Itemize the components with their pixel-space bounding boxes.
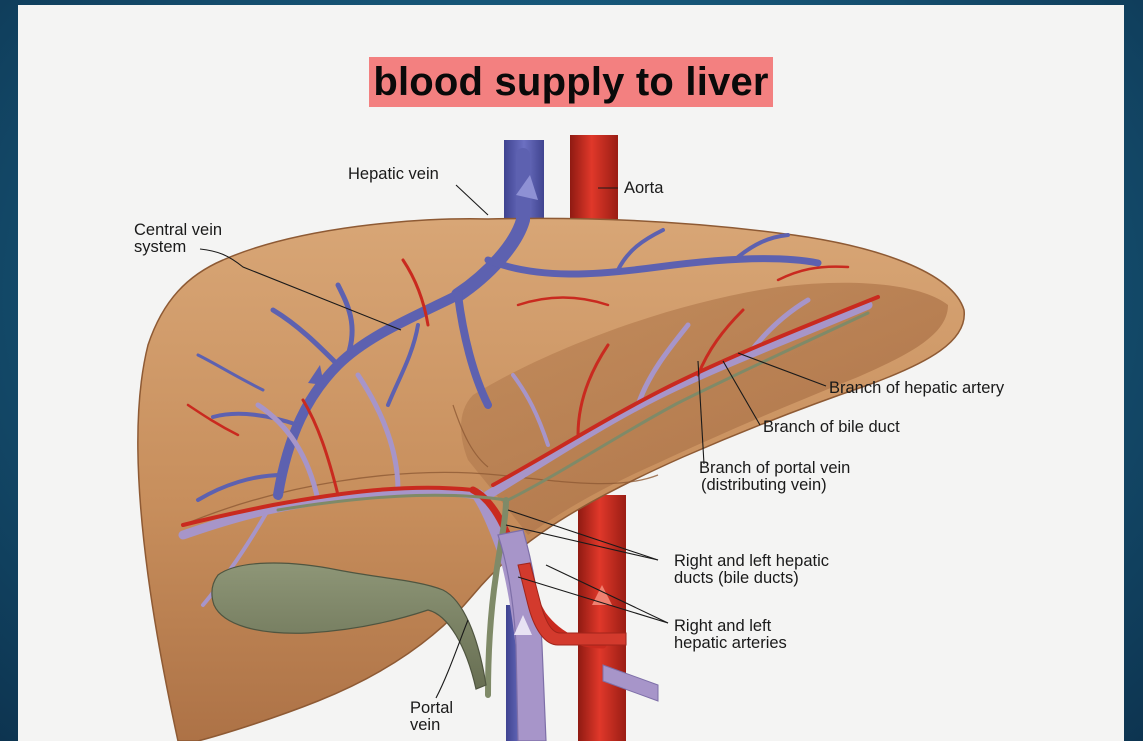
label-hepatic-ducts-1: Right and left hepatic — [674, 552, 829, 570]
label-hepatic-arteries-2: hepatic arteries — [674, 634, 787, 652]
label-branch-portal-vein-2: (distributing vein) — [701, 476, 827, 494]
diagram-panel: blood supply to liver — [18, 5, 1124, 741]
liver-illustration: Hepatic vein Aorta Central vein system B… — [18, 5, 1124, 741]
aorta-lower — [578, 495, 626, 741]
label-central-vein-2: system — [134, 238, 186, 256]
label-portal-vein-2: vein — [410, 716, 440, 734]
label-hepatic-arteries-1: Right and left — [674, 617, 772, 635]
label-central-vein-1: Central vein — [134, 221, 222, 239]
label-portal-vein-1: Portal — [410, 699, 453, 717]
label-aorta: Aorta — [624, 179, 664, 197]
portal-vein-trunk — [498, 530, 546, 741]
label-branch-hepatic-artery: Branch of hepatic artery — [829, 379, 1005, 397]
label-hepatic-ducts-2: ducts (bile ducts) — [674, 569, 799, 587]
label-branch-portal-vein-1: Branch of portal vein — [699, 459, 850, 477]
label-hepatic-vein: Hepatic vein — [348, 165, 439, 183]
label-branch-bile-duct: Branch of bile duct — [763, 418, 900, 436]
